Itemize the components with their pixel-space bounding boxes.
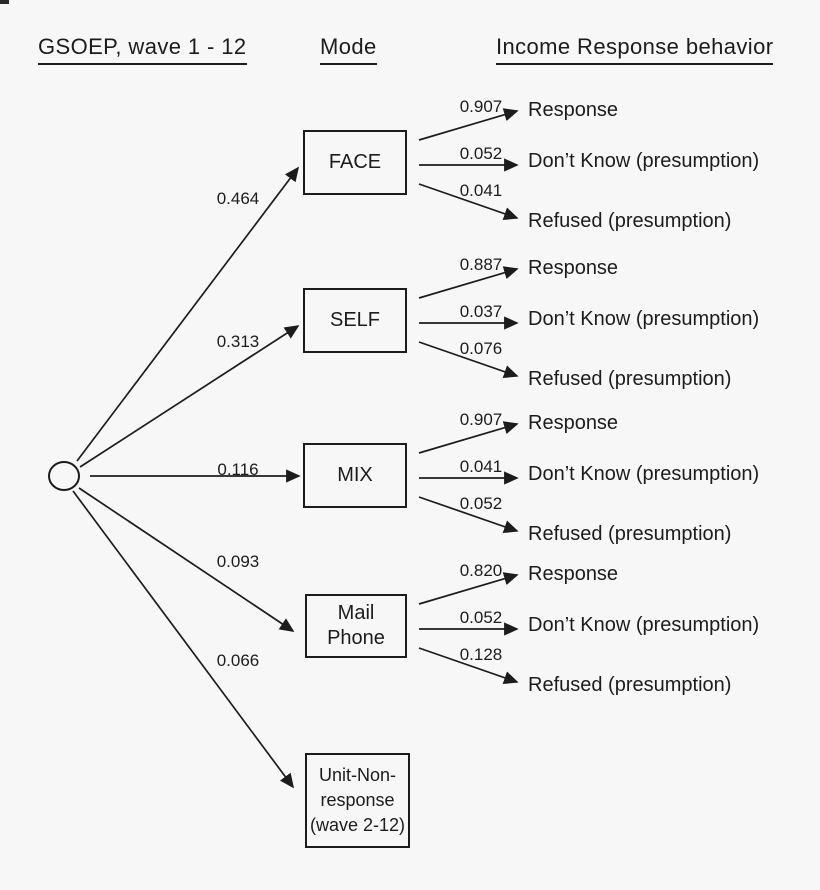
edge-mailphone-response (418, 572, 519, 605)
branch-probability-self: 0.313 (216, 332, 260, 351)
edge-mix-refused (418, 496, 519, 534)
outcome-probability: 0.052 (459, 144, 503, 163)
mode-box-self: SELF (303, 288, 407, 353)
outcome-probability: 0.887 (459, 255, 503, 274)
scan-artifact (0, 0, 9, 4)
terminal-box-unit-nonresponse: Unit-Non- response (wave 2-12) (305, 753, 410, 848)
edge-self-response (418, 266, 519, 299)
outcome-label: Response (528, 563, 619, 585)
mode-box-label: FACE (328, 151, 382, 173)
mode-box-mix: MIX (303, 443, 407, 508)
outcome-label: Response (528, 412, 619, 434)
outcome-probability: 0.820 (459, 561, 503, 580)
outcome-label: Don’t Know (presumption) (528, 614, 760, 636)
mode-box-label: Mail Phone (327, 602, 385, 649)
outcome-probability: 0.052 (459, 494, 503, 513)
outcome-probability: 0.041 (459, 457, 503, 476)
mode-box-face: FACE (303, 130, 407, 195)
edge-mailphone-refused (418, 647, 519, 685)
mode-box-label: SELF (329, 309, 381, 331)
edge-root-unitnonresponse (72, 490, 295, 789)
branch-probability-mailphone: 0.093 (216, 552, 260, 571)
outcome-probability: 0.907 (459, 410, 503, 429)
edge-mix-response (418, 421, 519, 454)
edge-root-self (79, 325, 300, 468)
edge-face-response (418, 108, 519, 141)
column-header-behavior: Income Response behavior (496, 34, 774, 65)
outcome-probability: 0.076 (459, 339, 503, 358)
mode-box-label: MIX (337, 464, 373, 486)
outcome-label: Refused (presumption) (528, 674, 732, 696)
root-node (48, 461, 80, 491)
outcome-label: Refused (presumption) (528, 368, 732, 390)
branch-probability-mix: 0.116 (217, 460, 259, 479)
mode-box-mailphone: Mail Phone (305, 594, 407, 658)
outcome-label: Refused (presumption) (528, 210, 732, 232)
edge-face-refused (418, 183, 519, 221)
branch-probability-unitnonresponse: 0.066 (216, 651, 260, 670)
branch-probability-face: 0.464 (216, 189, 260, 208)
terminal-box-label: Unit-Non- response (wave 2-12) (309, 765, 406, 835)
column-header-population: GSOEP, wave 1 - 12 (38, 34, 247, 65)
outcome-probability: 0.907 (459, 97, 503, 116)
outcome-probability: 0.041 (459, 181, 503, 200)
outcome-probability: 0.052 (459, 608, 503, 627)
outcome-label: Don’t Know (presumption) (528, 150, 760, 172)
edge-root-mailphone (78, 487, 295, 632)
outcome-label: Refused (presumption) (528, 523, 732, 545)
outcome-label: Response (528, 257, 619, 279)
outcome-label: Response (528, 99, 619, 121)
outcome-probability: 0.128 (459, 645, 503, 664)
outcome-label: Don’t Know (presumption) (528, 308, 760, 330)
outcome-label: Don’t Know (presumption) (528, 463, 760, 485)
edge-self-refused (418, 341, 519, 379)
column-header-mode: Mode (320, 34, 377, 65)
outcome-probability: 0.037 (459, 302, 503, 321)
edge-root-face (76, 166, 300, 462)
